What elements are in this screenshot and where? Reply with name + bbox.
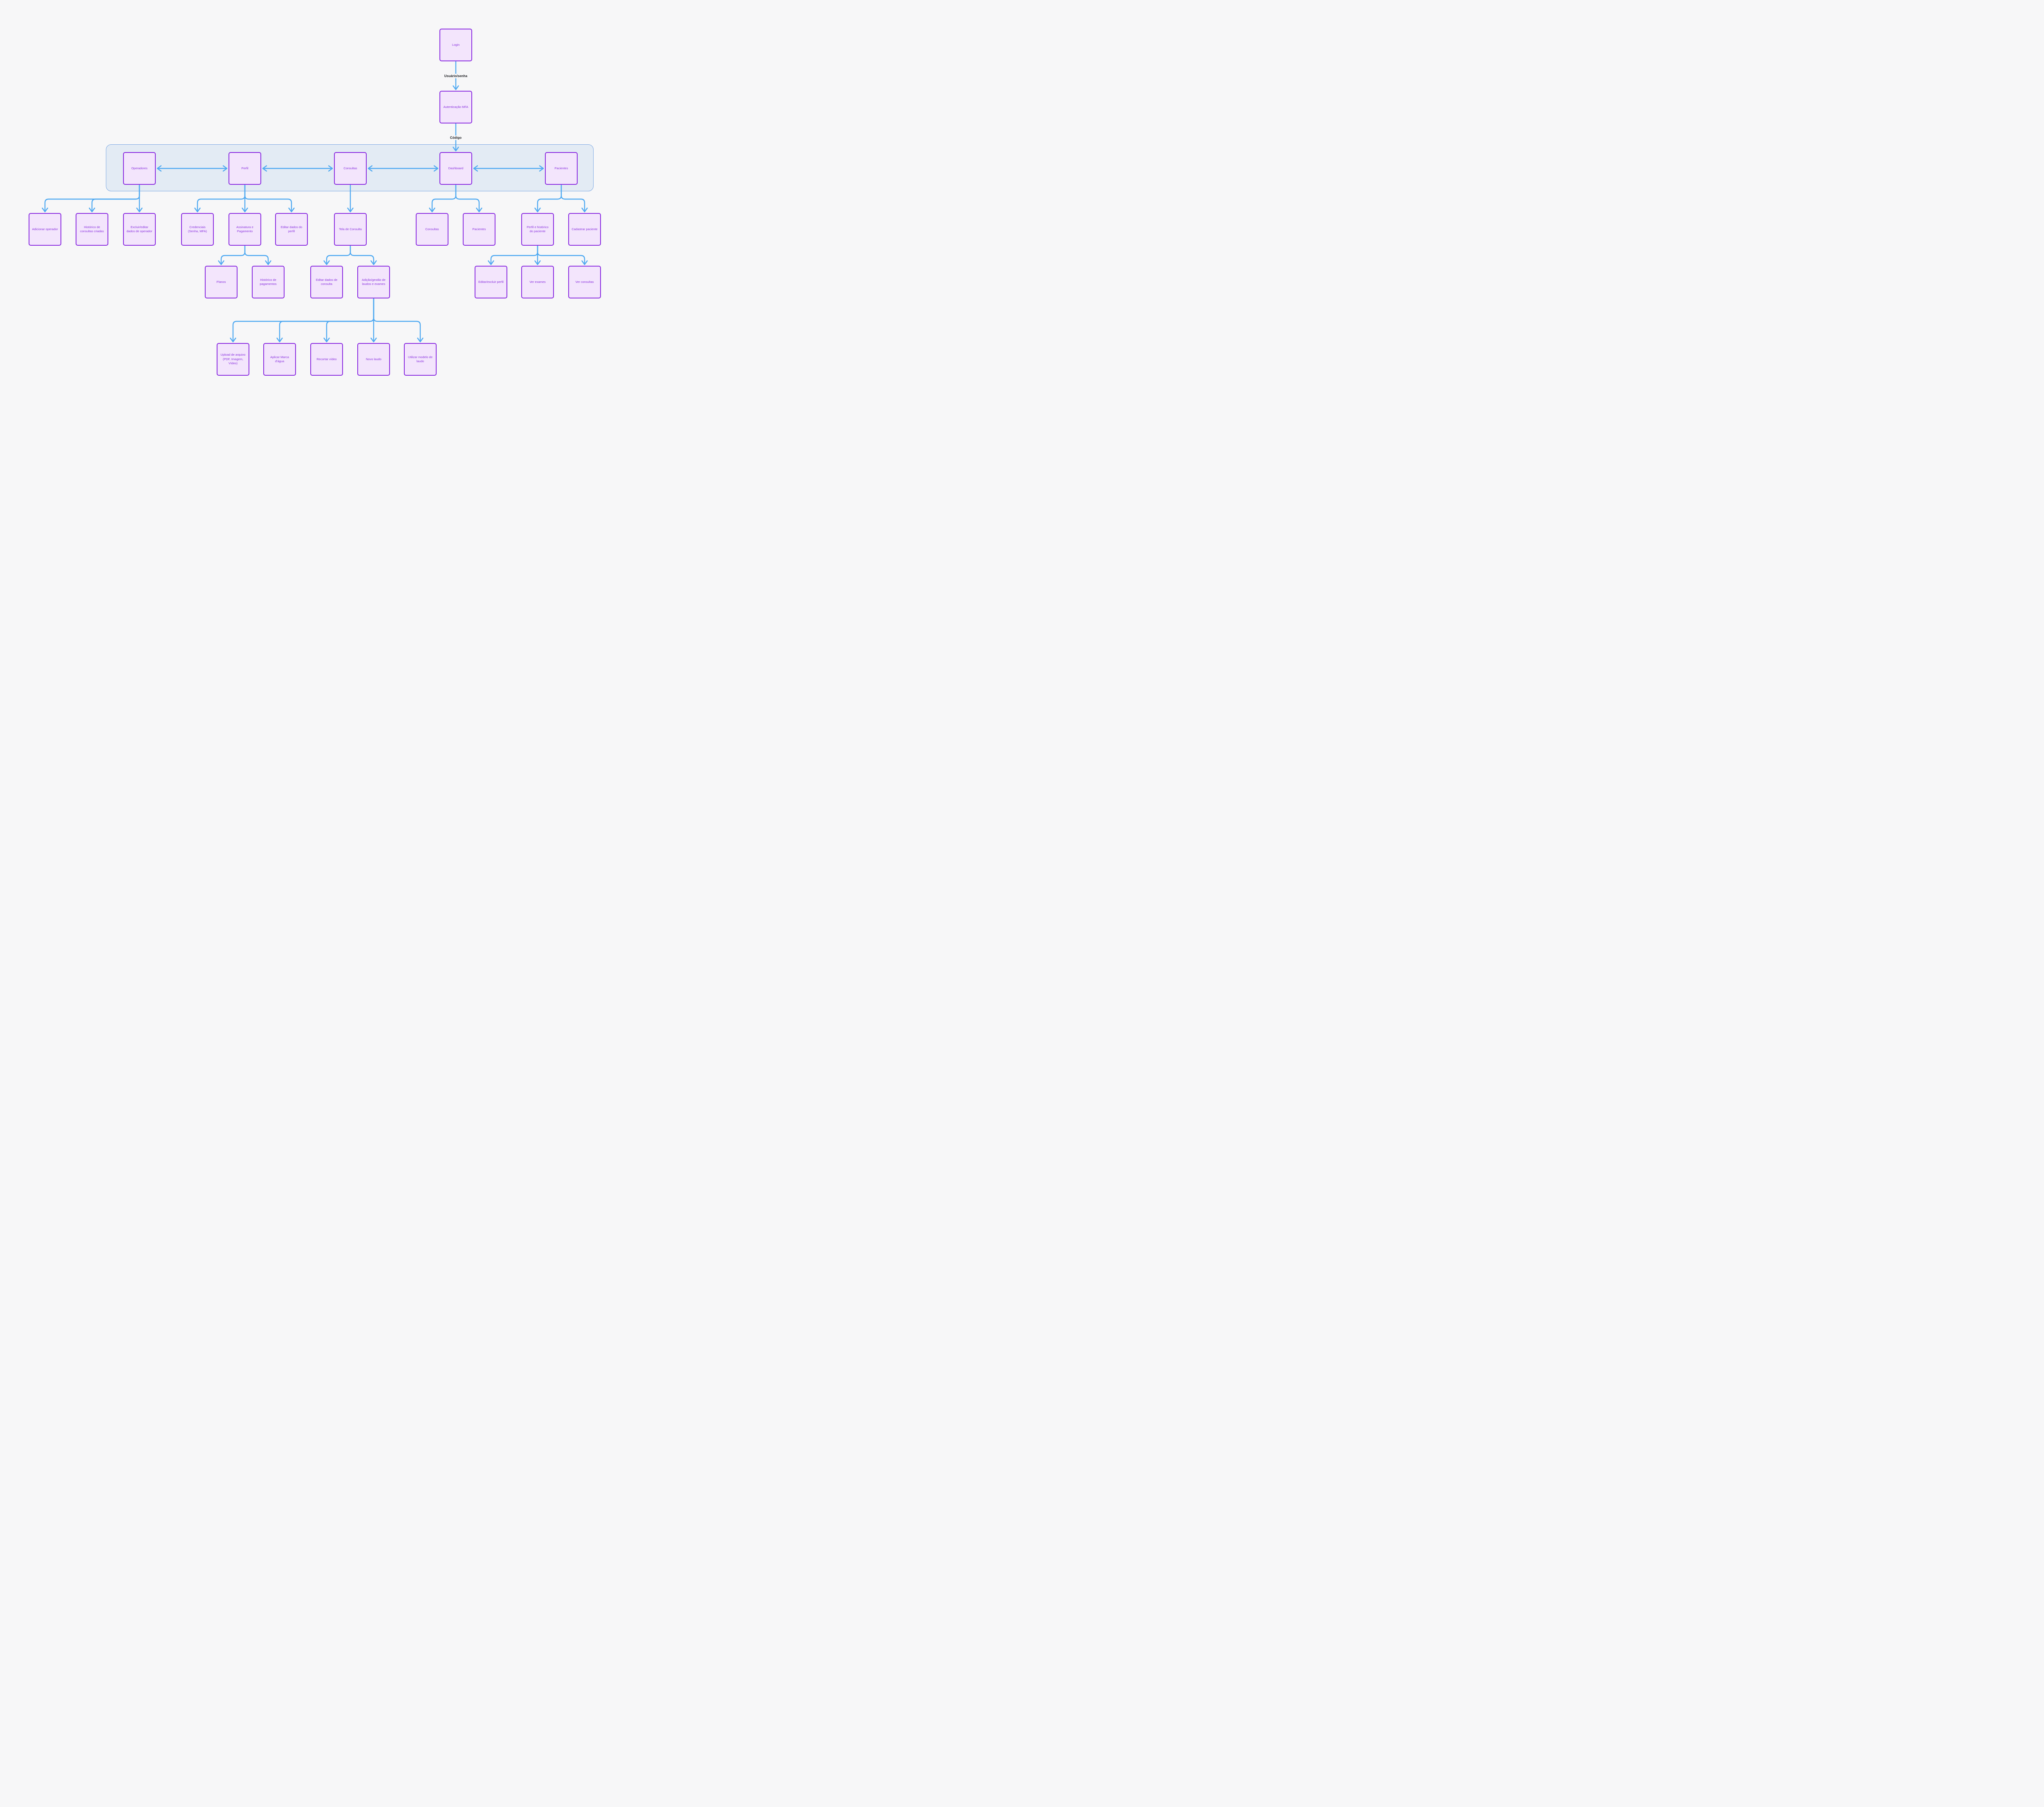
edge-tela_consulta-to-editar_consulta bbox=[323, 245, 351, 265]
connector-layer bbox=[42, 61, 588, 343]
node-label: Novo laudo bbox=[366, 357, 381, 361]
node-pacientes[interactable]: Pacientes bbox=[545, 152, 578, 185]
edge-dashboard-to-dash_consultas bbox=[429, 184, 457, 213]
node-utilizar-modelo[interactable]: Utilizar modelo de laudo bbox=[404, 343, 437, 376]
edge-pacientes-to-perfil_historico bbox=[534, 184, 562, 213]
edge-adicao_gestao-to-utilizar_modelo bbox=[373, 298, 424, 343]
edge-label-mfa-dashboard: Código bbox=[448, 135, 464, 140]
node-aplicar-marca[interactable]: Aplicar Marca d'água bbox=[263, 343, 296, 376]
node-label: Autenticação MFA bbox=[443, 105, 468, 109]
edge-assinatura-to-historico_pagamentos bbox=[244, 245, 271, 265]
node-label: Adição/gestão de laudos e exames bbox=[362, 278, 385, 286]
node-cadastrar-paciente[interactable]: Cadastrar paciente bbox=[568, 213, 601, 246]
node-label: Adicionar operador bbox=[32, 227, 58, 231]
node-tela-consulta[interactable]: Tela de Consulta bbox=[334, 213, 367, 246]
node-label: Perfil bbox=[241, 166, 249, 170]
node-label: Operadores bbox=[131, 166, 148, 170]
node-label: Perfil e histórico do paciente bbox=[527, 225, 549, 233]
node-label: Pacientes bbox=[472, 227, 486, 231]
node-label: Credenciais (Senha, MFA) bbox=[188, 225, 207, 233]
edge-assinatura-to-planos bbox=[218, 245, 246, 265]
node-historico-pagamentos[interactable]: Histórico de pagamentos bbox=[252, 266, 285, 298]
node-dashboard[interactable]: Dashboard bbox=[439, 152, 472, 185]
node-consultas[interactable]: Consultas bbox=[334, 152, 367, 185]
edge-perfil-to-credenciais bbox=[194, 184, 246, 213]
node-upload-arquivo[interactable]: Upload de arquivo (PDF, Imagem, Vídeo) bbox=[217, 343, 249, 376]
node-recortar-video[interactable]: Recortar vídeo bbox=[310, 343, 343, 376]
node-planos[interactable]: Planos bbox=[205, 266, 238, 298]
node-mfa[interactable]: Autenticação MFA bbox=[439, 91, 472, 123]
node-label: Assinatura e Pagamento bbox=[236, 225, 253, 233]
node-label: Upload de arquivo (PDF, Imagem, Vídeo) bbox=[220, 353, 246, 365]
node-adicao-gestao[interactable]: Adição/gestão de laudos e exames bbox=[357, 266, 390, 298]
node-editar-consulta[interactable]: Editar dados de consulta bbox=[310, 266, 343, 298]
node-label: Login bbox=[452, 43, 460, 47]
node-dash-pacientes[interactable]: Pacientes bbox=[463, 213, 495, 246]
node-label: Cadastrar paciente bbox=[572, 227, 598, 231]
node-label: Editar/excluir perfil bbox=[478, 280, 504, 284]
node-editar-perfil[interactable]: Editar dados do perfil bbox=[275, 213, 308, 246]
edge-perfil_historico-to-editar_excluir_perfil bbox=[488, 245, 538, 265]
node-label: Histórico de pagamentos bbox=[260, 278, 277, 286]
node-label: Pacientes bbox=[554, 166, 568, 170]
node-label: Aplicar Marca d'água bbox=[270, 355, 289, 363]
edge-tela_consulta-to-adicao_gestao bbox=[350, 245, 377, 265]
node-login[interactable]: Login bbox=[439, 29, 472, 61]
node-ver-consultas[interactable]: Ver consultas bbox=[568, 266, 601, 298]
node-label: Ver consultas bbox=[575, 280, 594, 284]
node-label: Editar dados do perfil bbox=[280, 225, 303, 233]
node-label: Editar dados de consulta bbox=[316, 278, 338, 286]
node-label: Histórico de consultas criadas bbox=[80, 225, 104, 233]
node-dash-consultas[interactable]: Consultas bbox=[416, 213, 448, 246]
node-historico-consultas[interactable]: Histórico de consultas criadas bbox=[76, 213, 108, 246]
node-label: Utilizar modelo de laudo bbox=[408, 355, 433, 363]
node-excluir-editar-operador[interactable]: Excluir/editar dados de operador bbox=[123, 213, 156, 246]
edge-operadores-to-historico_consultas bbox=[89, 184, 140, 213]
edge-label-login-mfa: Usuário/senha bbox=[442, 74, 470, 78]
node-perfil[interactable]: Perfil bbox=[229, 152, 261, 185]
node-label: Consultas bbox=[425, 227, 439, 231]
edge-dashboard-to-dash_pacientes bbox=[455, 184, 482, 213]
node-operadores[interactable]: Operadores bbox=[123, 152, 156, 185]
node-ver-exames[interactable]: Ver exames bbox=[521, 266, 554, 298]
node-assinatura[interactable]: Assinatura e Pagamento bbox=[229, 213, 261, 246]
node-label: Planos bbox=[216, 280, 226, 284]
node-label: Ver exames bbox=[529, 280, 546, 284]
edge-adicao_gestao-to-upload_arquivo bbox=[230, 298, 374, 343]
node-label: Dashboard bbox=[448, 166, 464, 170]
node-editar-excluir-perfil[interactable]: Editar/excluir perfil bbox=[475, 266, 507, 298]
node-label: Consultas bbox=[343, 166, 357, 170]
edge-perfil-to-editar_perfil bbox=[244, 184, 295, 213]
node-label: Recortar vídeo bbox=[316, 357, 337, 361]
node-credenciais[interactable]: Credenciais (Senha, MFA) bbox=[181, 213, 214, 246]
node-adicionar-operador[interactable]: Adicionar operador bbox=[29, 213, 61, 246]
node-novo-laudo[interactable]: Novo laudo bbox=[357, 343, 390, 376]
node-label: Excluir/editar dados de operador bbox=[126, 225, 152, 233]
node-perfil-historico[interactable]: Perfil e histórico do paciente bbox=[521, 213, 554, 246]
edge-pacientes-to-cadastrar_paciente bbox=[560, 184, 588, 213]
edge-adicao_gestao-to-recortar_video bbox=[323, 298, 374, 343]
edge-perfil_historico-to-ver_consultas bbox=[537, 245, 588, 265]
node-label: Tela de Consulta bbox=[339, 227, 362, 231]
